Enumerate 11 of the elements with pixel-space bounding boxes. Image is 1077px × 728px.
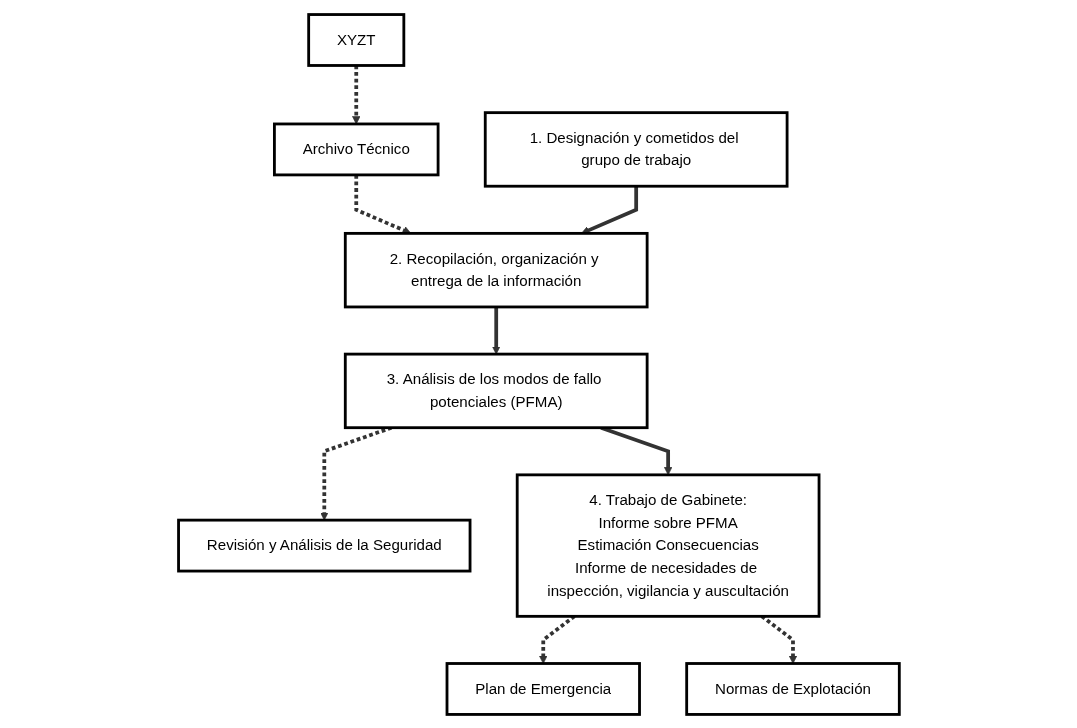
- arrow: [351, 65, 360, 124]
- node-box: XYZT: [306, 12, 405, 67]
- node-box: Archivo Técnico: [272, 122, 440, 176]
- node-box: 4. Trabajo de Gabinete: Informe sobre PFMA Estimación Consecuencias Informe de necesidades de inspección, vigilancia y auscultación: [515, 472, 821, 618]
- arrow: [491, 306, 500, 354]
- node-box: Normas de Explotación: [684, 661, 901, 716]
- node-box: 3. Análisis de los modos de fallo potenciales (PFMA): [343, 352, 649, 429]
- node-box: 2. Recopilación, organización y entrega de la información: [343, 231, 649, 308]
- node-box: 1. Designación y cometidos del grupo de trabajo: [483, 110, 789, 188]
- node-box: Revisión y Análisis de la Seguridad: [176, 518, 472, 572]
- node-box: Plan de Emergencia: [445, 661, 641, 716]
